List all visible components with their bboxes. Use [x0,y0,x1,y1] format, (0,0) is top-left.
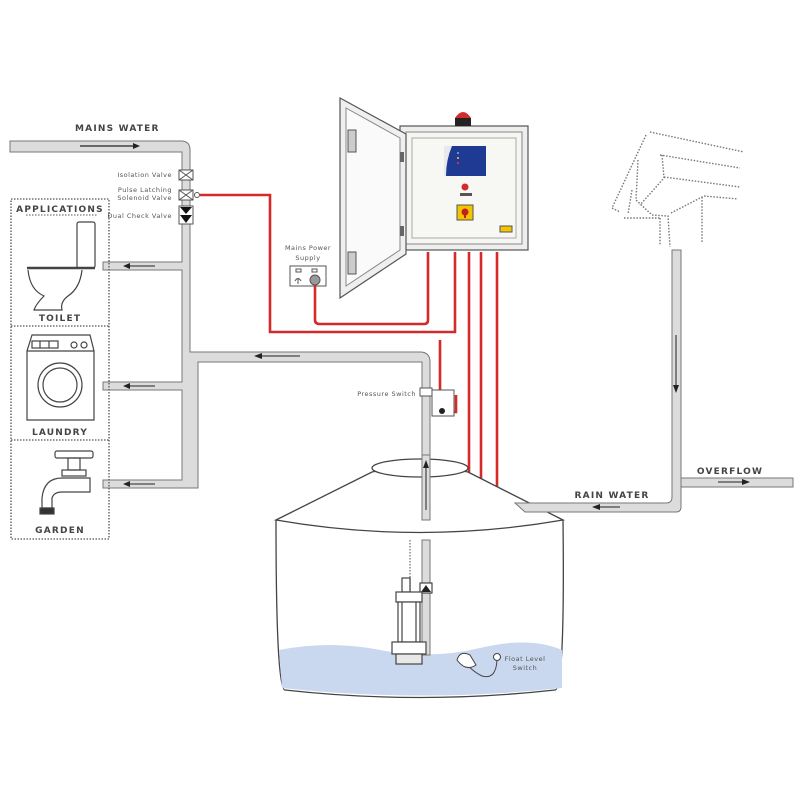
garden-tap-icon [39,450,94,515]
dual-check-valve [178,205,194,225]
isolation-valve-label: Isolation Valve [117,171,172,179]
solenoid-valve [178,189,200,201]
solenoid-valve-label-1: Pulse Latching [118,186,172,194]
mains-power-label-1: Mains Power [285,244,331,252]
status-lamp-tag [460,193,472,196]
toilet-label: TOILET [39,314,81,324]
controller-display [444,146,486,176]
toilet-icon [27,221,96,311]
branch-arrows [123,263,300,487]
power-outlet-icon [289,265,327,287]
applications-panel [10,198,110,540]
mains-water-pipe [9,140,431,521]
mains-flow-arrowhead [133,143,140,149]
pressure-switch [419,387,455,417]
submersible-pump [391,577,427,665]
pressure-switch-label: Pressure Switch [357,390,416,398]
status-lamp [461,183,469,191]
applications-heading: APPLICATIONS [16,205,104,215]
mains-water-label: MAINS WATER [75,124,160,134]
panel-rating-plate [499,225,513,233]
float-switch-label-1: Float Level [505,655,546,663]
riser-pipe-lower [421,539,431,656]
mains-power-label-2: Supply [295,254,320,262]
overflow-label: OVERFLOW [697,467,763,477]
float-level-switch [456,652,501,678]
control-panel [339,96,529,300]
dual-check-valve-label: Dual Check Valve [107,212,172,220]
tank-check-valve [419,582,433,594]
isolator-switch [456,204,474,221]
isolation-valve [178,169,194,181]
float-switch-label-2: Switch [513,664,538,672]
garden-label: GARDEN [35,526,85,536]
washing-machine-icon [26,334,95,421]
solenoid-valve-label-2: Solenoid Valve [117,194,172,202]
roof-gutter [611,131,745,248]
tank-water [279,642,562,696]
warning-beacon [455,112,471,126]
rain-water-label: RAIN WATER [575,491,650,501]
laundry-label: LAUNDRY [32,428,88,438]
